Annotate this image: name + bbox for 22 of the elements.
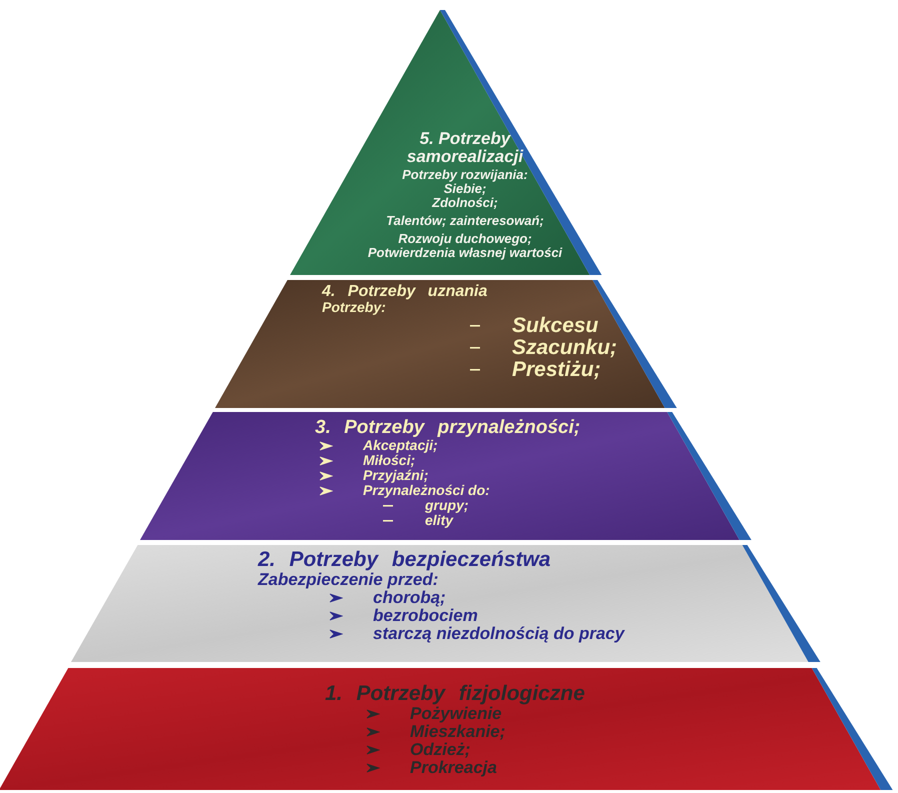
- level-item: Przynależności do:: [363, 482, 490, 498]
- level-item: Akceptacji;: [363, 437, 438, 453]
- level-heading: 4. Potrzeby uznania: [322, 283, 488, 300]
- level-item: chorobą;: [373, 588, 446, 607]
- level-item: Szacunku;: [512, 336, 618, 359]
- level-item: bezrobociem: [373, 606, 478, 625]
- level-item: Przyjaźni;: [363, 467, 428, 483]
- level-item: elity: [425, 512, 454, 528]
- level-item: Potrzeby:: [322, 299, 386, 315]
- level-heading: 2. Potrzeby bezpieczeństwa: [258, 548, 551, 571]
- level-item: grupy;: [425, 497, 469, 513]
- level-item: Mieszkanie;: [410, 722, 506, 741]
- level-item: Odzież;: [410, 740, 470, 759]
- level-item: Sukcesu: [512, 314, 598, 337]
- level-item: Prokreacja: [410, 758, 497, 777]
- level-item: Miłości;: [363, 452, 416, 468]
- level-heading: 3. Potrzeby przynależności;: [315, 417, 580, 438]
- level-item: Prestiżu;: [512, 358, 601, 381]
- level-item: starczą niezdolnością do pracy: [373, 624, 624, 643]
- level-item: Pożywienie: [410, 704, 502, 723]
- level-heading: 1. Potrzeby fizjologiczne: [325, 682, 585, 705]
- level-item: Zabezpieczenie przed:: [258, 570, 438, 589]
